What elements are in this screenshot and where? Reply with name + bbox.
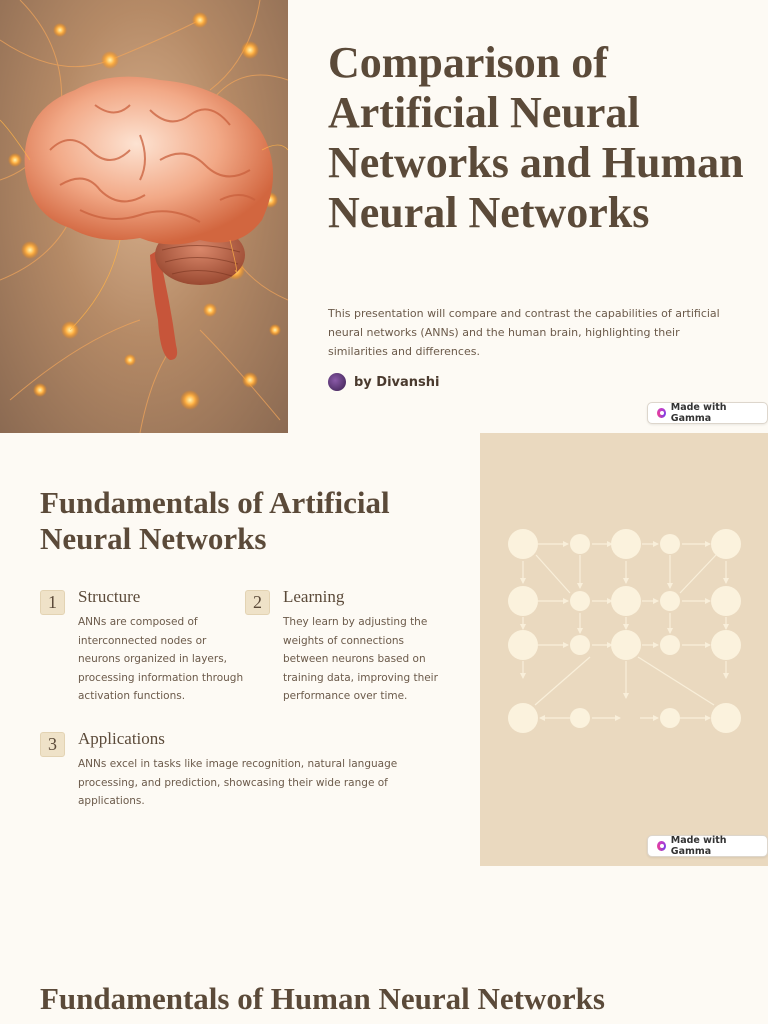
item-heading: Learning [283, 587, 345, 606]
slide-title-ann: Fundamentals of Artificial Neural Networ… [40, 485, 390, 556]
made-with-gamma-button[interactable]: Made with Gamma [647, 835, 768, 857]
item-heading: Structure [78, 587, 141, 606]
slide-title-human: Fundamentals of Human Neural Networks [40, 981, 605, 1016]
badge-label: Made with Gamma [670, 402, 727, 424]
made-with-gamma-button[interactable]: Made with Gamma [647, 402, 768, 424]
author-avatar [328, 373, 346, 391]
author-byline: by Divanshi [328, 373, 440, 391]
badge-label: Made with Gamma [670, 835, 727, 857]
item-number: 1 [40, 590, 65, 615]
slide-ann-fundamentals: Fundamentals of Artificial Neural Networ… [0, 433, 768, 866]
item-number: 3 [40, 732, 65, 757]
item-body: ANNs excel in tasks like image recogniti… [78, 758, 398, 807]
presentation-title: Comparison of Artificial Neural Networks… [328, 38, 744, 237]
slide-human-fundamentals: Fundamentals of Human Neural Networks [0, 866, 768, 1024]
item-body: They learn by adjusting the weights of c… [283, 616, 438, 702]
slide-title: Comparison of Artificial Neural Networks… [0, 0, 768, 433]
item-number: 2 [245, 590, 270, 615]
presentation-description: This presentation will compare and contr… [328, 307, 720, 358]
gamma-logo-icon [657, 841, 666, 851]
gamma-logo-icon [657, 408, 666, 418]
item-body: ANNs are composed of interconnected node… [78, 616, 244, 702]
item-heading: Applications [78, 729, 165, 748]
neural-network-diagram [480, 433, 768, 866]
author-name: by Divanshi [354, 374, 440, 390]
brain-illustration [0, 0, 288, 433]
